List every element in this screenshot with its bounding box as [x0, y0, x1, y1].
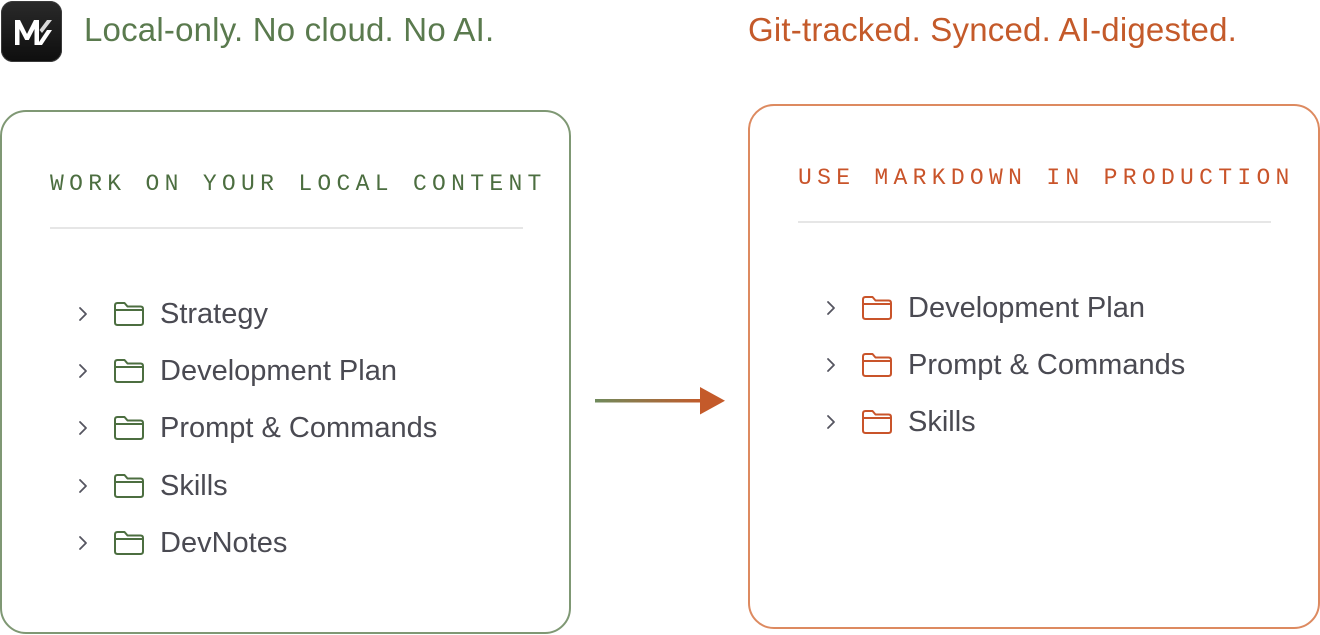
folder-label: Prompt & Commands [160, 412, 438, 445]
production-panel: USE MARKDOWN IN PRODUCTION Development P… [748, 104, 1320, 629]
folder-label: Strategy [160, 297, 268, 330]
folder-icon [114, 530, 144, 555]
folder-label: Prompt & Commands [908, 348, 1186, 381]
folder-label: Skills [160, 469, 228, 502]
arrow-right-icon [595, 387, 725, 415]
chevron-right-icon[interactable] [824, 356, 838, 374]
folder-icon [114, 416, 144, 441]
chevron-right-icon[interactable] [76, 305, 90, 323]
folder-label: Development Plan [160, 354, 397, 387]
chevron-right-icon[interactable] [76, 419, 90, 437]
panel-heading: USE MARKDOWN IN PRODUCTION [798, 165, 1295, 191]
chevron-right-icon[interactable] [76, 362, 90, 380]
chevron-right-icon[interactable] [824, 413, 838, 431]
folder-icon [862, 410, 892, 435]
folder-icon [114, 358, 144, 383]
mk-logo-icon [14, 19, 52, 45]
folder-icon [862, 352, 892, 377]
folder-label: DevNotes [160, 526, 288, 559]
folder-label: Skills [908, 406, 976, 439]
chevron-right-icon[interactable] [76, 477, 90, 495]
local-tagline: Local-only. No cloud. No AI. [84, 11, 495, 48]
folder-icon [114, 473, 144, 498]
folder-icon [114, 301, 144, 326]
app-logo [1, 1, 62, 62]
chevron-right-icon[interactable] [824, 299, 838, 317]
folder-icon [862, 295, 892, 320]
production-tagline: Git-tracked. Synced. AI-digested. [748, 11, 1237, 48]
folder-label: Development Plan [908, 291, 1145, 324]
divider [50, 227, 523, 229]
divider [798, 221, 1271, 223]
chevron-right-icon[interactable] [76, 534, 90, 552]
panel-heading: WORK ON YOUR LOCAL CONTENT [50, 171, 547, 197]
